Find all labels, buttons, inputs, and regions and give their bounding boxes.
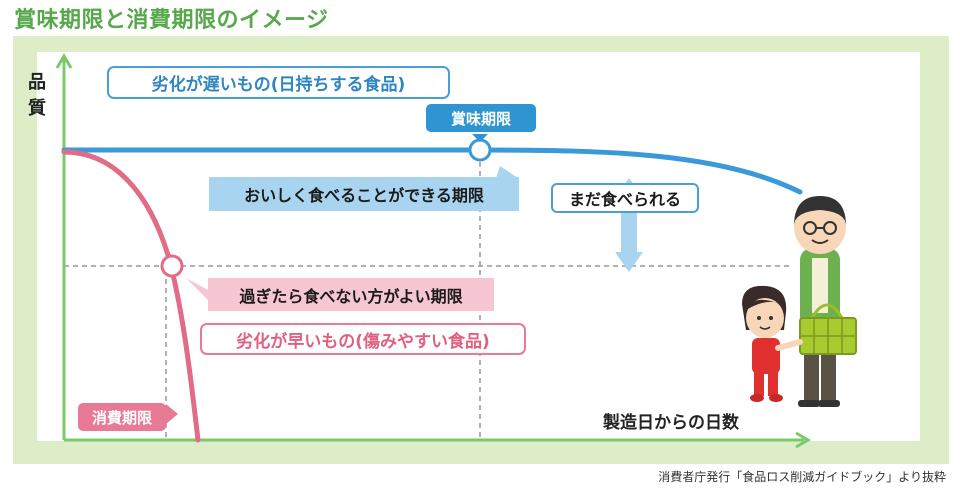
safe-period-label: 過ぎたら食べない方がよい期限 (208, 278, 494, 311)
tasty-period-label: おいしく食べることができる期限 (209, 177, 519, 211)
safe-period-pointer (186, 278, 208, 300)
use-by-marker (160, 254, 184, 278)
best-before-marker (468, 138, 492, 162)
best-before-label: 賞味期限 (426, 104, 536, 132)
x-axis-label: 製造日からの日数 (603, 413, 739, 433)
father-illustration (794, 196, 846, 407)
tasty-period-pointer (496, 166, 518, 178)
source-credit: 消費者庁発行「食品ロス削減ガイドブック」より抜粋 (658, 470, 946, 484)
slow-food-label: 劣化が遅いもの(日持ちする食品) (107, 66, 450, 99)
slow-deterioration-curve (61, 147, 803, 195)
child-illustration (742, 285, 803, 402)
x-axis-arrowhead (795, 431, 811, 449)
use-by-label: 消費期限 (78, 403, 166, 431)
use-by-pointer (166, 404, 178, 424)
still-edible-label: まだ食べられる (551, 183, 699, 213)
y-axis-label: 品質 (28, 72, 46, 119)
shopping-basket-icon (799, 303, 857, 355)
best-before-pointer (472, 134, 488, 142)
fast-deterioration-curve (61, 149, 201, 443)
page-title: 賞味期限と消費期限のイメージ (14, 8, 329, 33)
y-axis-arrowhead (55, 53, 73, 69)
fast-food-label: 劣化が早いもの(傷みやすい食品) (200, 323, 526, 355)
